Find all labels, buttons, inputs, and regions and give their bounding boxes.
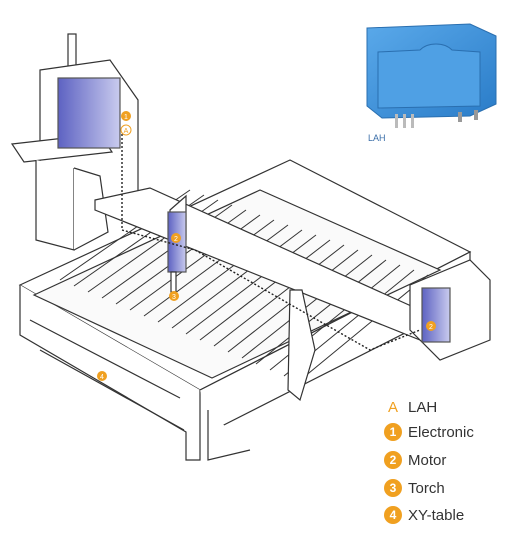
legend-marker: 2 (384, 451, 402, 469)
legend-item-xy-table: 4 XY-table (384, 504, 464, 526)
legend-item-motor: 2 Motor (384, 449, 446, 471)
svg-text:3: 3 (172, 294, 176, 301)
slat (185, 234, 317, 335)
sensor-caption: LAH (368, 133, 386, 143)
legend-item-torch: 3 Torch (384, 477, 445, 499)
svg-text:1: 1 (124, 114, 128, 121)
slat (213, 244, 345, 347)
slat (241, 254, 373, 359)
legend-marker: A (387, 398, 398, 416)
legend-marker: 4 (384, 506, 402, 524)
callout-table: 4 (97, 371, 107, 381)
svg-text:2: 2 (174, 236, 178, 243)
legend-item-electronic: 1 Electronic (384, 421, 474, 443)
xy-table-frame (18, 159, 472, 461)
callout-torch: 3 (169, 291, 179, 301)
callout-sensor: A (120, 124, 132, 136)
legend-label: Motor (408, 451, 447, 469)
legend-marker: 3 (384, 479, 402, 497)
control-cabinet (10, 33, 139, 251)
gantry (94, 187, 491, 402)
legend-item-lah: A LAH (384, 396, 437, 418)
svg-text:4: 4 (100, 374, 104, 381)
legend-label: Torch (408, 479, 445, 497)
slat (255, 259, 387, 365)
callout-motor-arm: 2 (171, 233, 181, 243)
svg-text:A: A (124, 128, 129, 135)
legend-label: Electronic (408, 423, 474, 441)
callout-motor-side: 2 (426, 321, 436, 331)
lah-sensor-image (366, 23, 497, 128)
svg-text:2: 2 (429, 324, 433, 331)
slat (297, 274, 429, 383)
legend-marker: 1 (384, 423, 402, 441)
legend-label: XY-table (408, 506, 465, 524)
callout-electronic: 1 (121, 111, 131, 121)
legend-label: LAH (408, 398, 438, 416)
